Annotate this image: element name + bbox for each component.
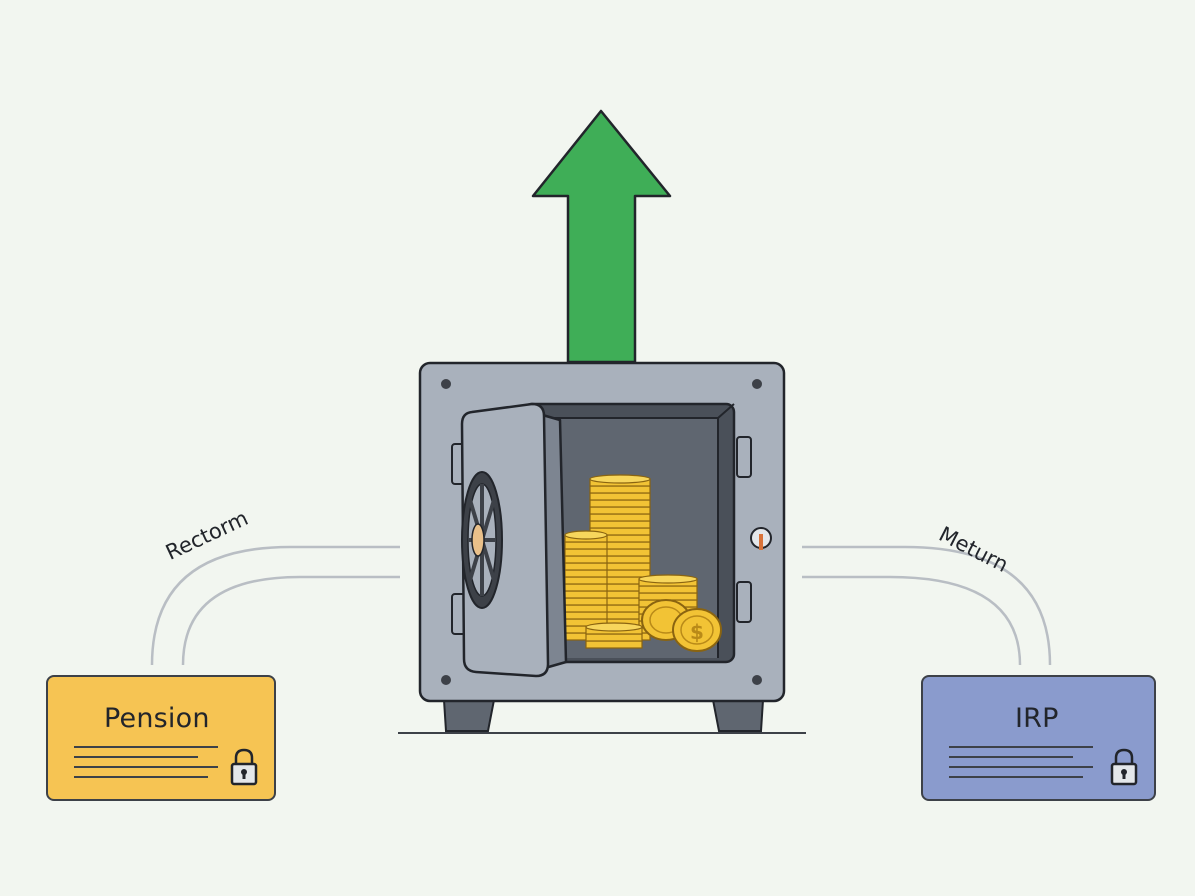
coin-top	[564, 530, 608, 540]
text-line	[74, 756, 198, 758]
coin	[638, 592, 698, 601]
text-line	[949, 756, 1073, 758]
coin-top	[585, 622, 643, 632]
coin	[585, 633, 643, 642]
coin	[589, 513, 651, 522]
coin	[589, 485, 651, 494]
text-line	[949, 746, 1093, 748]
coin	[638, 585, 698, 594]
coin	[564, 583, 608, 592]
padlock-icon	[1110, 748, 1138, 786]
coin	[564, 576, 608, 585]
up-arrow-icon	[531, 109, 672, 364]
coin	[564, 597, 608, 606]
coin	[564, 569, 608, 578]
pension-card: Pension	[46, 675, 276, 801]
safe-door	[451, 402, 568, 678]
coin	[564, 604, 608, 613]
svg-text:$: $	[690, 620, 704, 644]
coin	[564, 590, 608, 599]
coin	[564, 555, 608, 564]
text-line	[74, 746, 218, 748]
coin	[564, 548, 608, 557]
left-flow-lines	[150, 545, 400, 666]
irp-card-title: IRP	[1015, 703, 1059, 734]
coin	[589, 492, 651, 501]
right-flow-lines	[802, 545, 1052, 666]
safe-legs	[442, 699, 765, 732]
coin	[589, 520, 651, 529]
coin-top	[589, 474, 651, 484]
pension-card-title: Pension	[104, 703, 210, 734]
coin	[564, 611, 608, 620]
text-line	[949, 766, 1093, 768]
irp-card: IRP	[921, 675, 1156, 801]
coin	[564, 562, 608, 571]
coin	[585, 640, 643, 649]
coin	[564, 541, 608, 550]
text-line	[74, 766, 218, 768]
safe-dial-icon	[461, 471, 503, 609]
coin	[589, 506, 651, 515]
gold-coins: $	[564, 474, 722, 652]
coin-top	[638, 574, 698, 584]
text-line	[949, 776, 1083, 778]
padlock-icon	[230, 748, 258, 786]
coin	[589, 499, 651, 508]
text-line	[74, 776, 208, 778]
